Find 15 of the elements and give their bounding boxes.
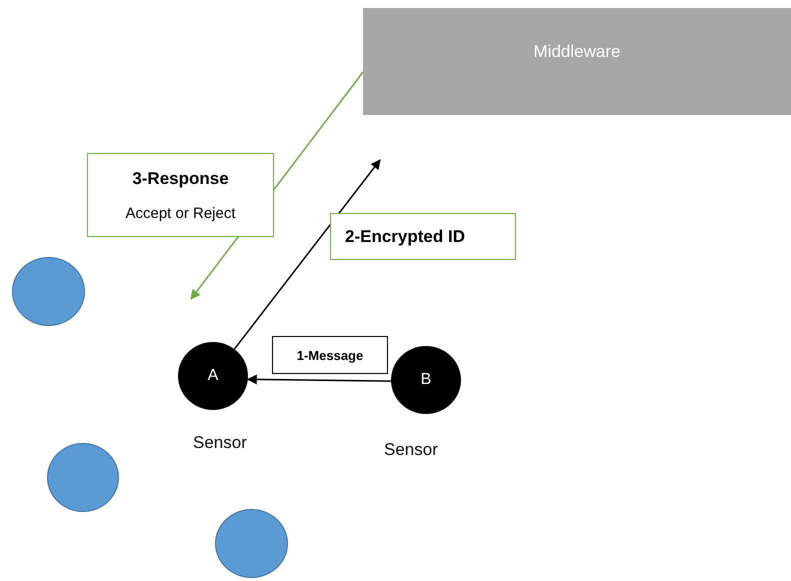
arrow: [246, 374, 392, 384]
middleware-box: [363, 8, 791, 115]
node-title: B: [420, 371, 432, 389]
node-caption: Sensor: [384, 440, 438, 460]
node-title: 1-Message: [296, 348, 364, 362]
label-box: [330, 213, 516, 260]
label-box: [272, 336, 388, 374]
node-title: Middleware: [534, 42, 620, 62]
node-title: A: [208, 367, 218, 385]
node-caption: Sensor: [193, 433, 247, 453]
node-title: 3-Response: [132, 168, 229, 188]
node-title: 2-Encrypted ID: [345, 226, 465, 246]
label-box: [87, 153, 274, 237]
node-subtitle: Accept or Reject: [125, 204, 236, 222]
arrow: [234, 159, 381, 350]
